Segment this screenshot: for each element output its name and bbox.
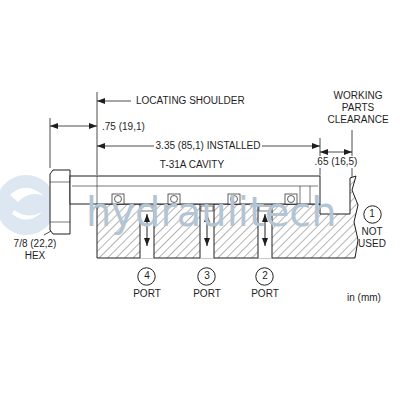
callout-circle: 3 [197,267,216,286]
port-caption: PORT [193,288,221,300]
dimension-label: .65 (16,5) [313,156,360,168]
port-callout: 4PORT [133,267,161,300]
callout-number: 3 [204,270,210,282]
port-caption: PORT [251,288,279,300]
dimension-label: T-31A CAVITY [158,159,226,171]
callout-circle: 1 [363,205,382,224]
port-callout: 1NOT USED [354,205,390,250]
port-callout: 3PORT [193,267,221,300]
watermark-text: hydraulitech [86,190,337,234]
dimension-label: WORKING PARTS CLEARANCE [318,90,398,126]
port-caption: NOT USED [354,226,390,250]
dimension-label: 3.35 (85,1) INSTALLED [154,140,263,152]
callout-circle: 2 [255,267,274,286]
port-caption: PORT [133,288,161,300]
dimension-label: .75 (19,1) [100,121,147,133]
dimension-label: LOCATING SHOULDER [134,95,247,107]
dimension-label: 7/8 (22,2) HEX [2,238,68,262]
callout-circle: 4 [137,267,156,286]
callout-number: 2 [262,270,268,282]
callout-number: 1 [369,208,375,220]
callout-number: 4 [144,270,150,282]
watermark-logo [0,175,56,235]
dimension-label: in (mm) [345,292,383,304]
dimension-lines [44,92,352,235]
port-callout: 2PORT [251,267,279,300]
